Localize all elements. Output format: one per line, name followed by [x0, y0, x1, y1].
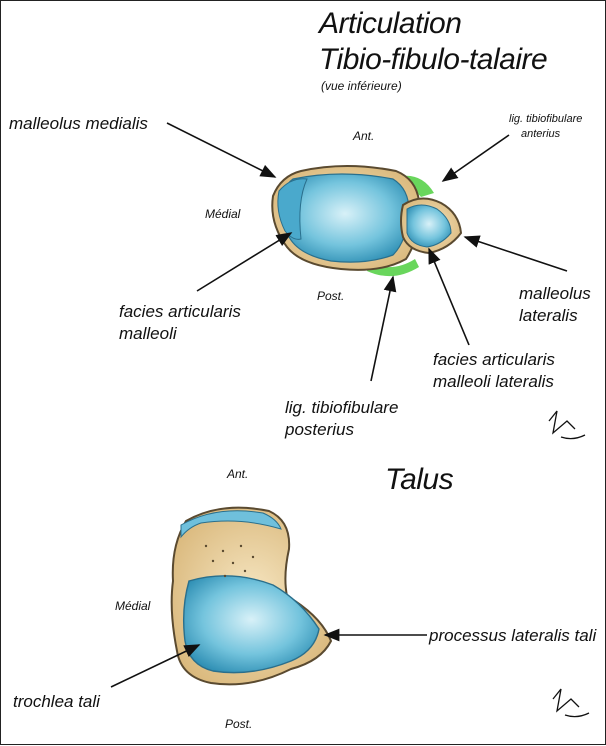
arrow-facies-lateralis [429, 249, 469, 345]
label-malleolus-medialis: malleolus medialis [9, 113, 148, 135]
label-trochlea-tali: trochlea tali [13, 691, 100, 713]
top-subtitle: (vue inférieure) [321, 79, 402, 93]
label-malleolus-lateralis-l1: malleolus [519, 283, 591, 305]
label-facies-lateralis-l1: facies articularis [433, 349, 555, 371]
label-lig-anterius-l1: lig. tibiofibulare [509, 113, 582, 126]
label-ant-bottom: Ant. [227, 467, 248, 481]
label-lig-posterius-l1: lig. tibiofibulare [285, 397, 398, 419]
arrow-malleolus-medialis [167, 123, 275, 177]
label-medial-top: Médial [205, 207, 240, 221]
label-medial-bottom: Médial [115, 599, 150, 613]
signature-mark [549, 411, 589, 717]
label-ant-top: Ant. [353, 129, 374, 143]
top-title-line1: Articulation [319, 7, 461, 41]
label-lig-posterius-l2: posterius [285, 419, 354, 441]
label-facies-art-l2: malleoli [119, 323, 177, 345]
label-processus-lateralis: processus lateralis tali [429, 625, 596, 647]
arrow-facies-articularis [197, 233, 291, 291]
label-facies-art-l1: facies articularis [119, 301, 241, 323]
arrow-lig-anterius [443, 135, 509, 181]
label-post-top: Post. [317, 289, 344, 303]
talus-drawing [172, 508, 331, 685]
top-title-line2: Tibio-fibulo-talaire [319, 43, 547, 77]
arrow-lig-posterius [371, 277, 393, 381]
arrow-malleolus-lateralis [465, 237, 567, 271]
label-facies-lateralis-l2: malleoli lateralis [433, 371, 554, 393]
label-post-bottom: Post. [225, 717, 252, 731]
label-lig-anterius-l2: anterius [521, 128, 560, 141]
bottom-title: Talus [385, 463, 453, 497]
label-malleolus-lateralis-l2: lateralis [519, 305, 578, 327]
